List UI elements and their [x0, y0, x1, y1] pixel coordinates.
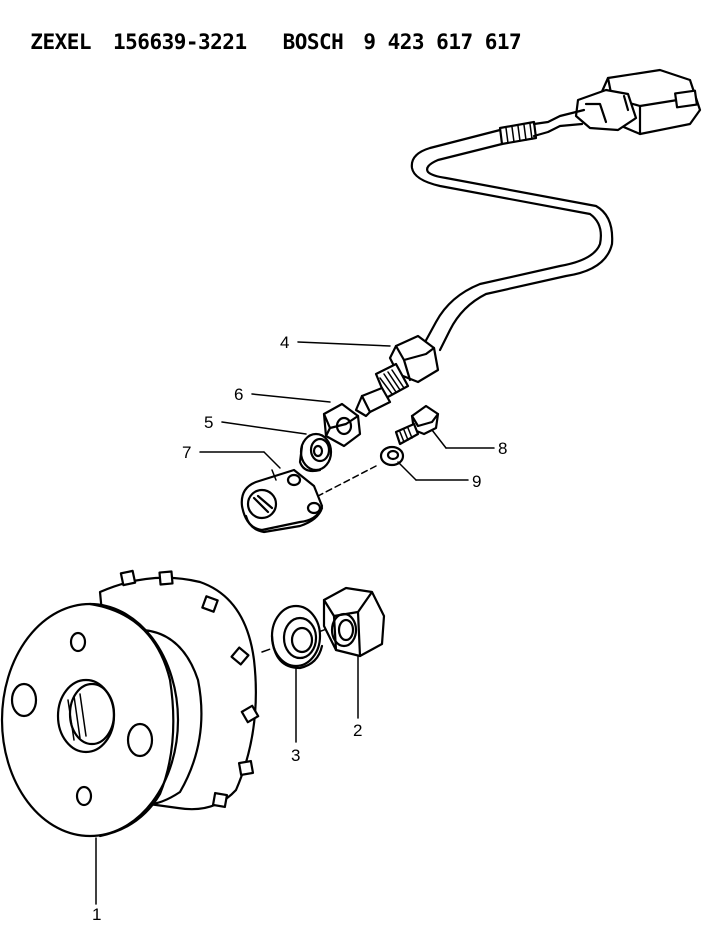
part-9-washer — [379, 445, 405, 467]
part-3-washer — [270, 604, 324, 670]
part-7-bracket — [240, 468, 324, 534]
callout-6: 6 — [234, 385, 243, 404]
alignment-line-9 — [317, 465, 377, 497]
leader-lines — [95, 341, 495, 905]
part-number-zexel: 156639-3221 — [113, 30, 247, 54]
callout-8: 8 — [498, 439, 507, 458]
part-number-bosch: 9 423 617 617 — [363, 30, 522, 54]
part-1-flange-hub — [0, 569, 260, 838]
brand-bosch: BOSCH — [282, 30, 344, 54]
brand-zexel: ZEXEL — [30, 30, 92, 54]
part-4-sensor — [354, 334, 440, 418]
header: ZEXEL 156639-3221 BOSCH 9 423 617 617 — [6, 6, 521, 54]
part-6-nut — [322, 402, 362, 448]
callout-1: 1 — [92, 905, 101, 924]
callout-9: 9 — [472, 472, 481, 491]
callout-3: 3 — [291, 746, 300, 765]
callout-5: 5 — [204, 413, 213, 432]
callout-4: 4 — [280, 333, 289, 352]
part-5-washer — [298, 432, 333, 473]
sensor-cable — [410, 108, 614, 352]
callout-2: 2 — [353, 721, 362, 740]
callout-7: 7 — [182, 443, 191, 462]
wire-connector — [574, 68, 702, 136]
part-2-nut — [322, 586, 386, 658]
part-8-bolt — [394, 404, 440, 446]
